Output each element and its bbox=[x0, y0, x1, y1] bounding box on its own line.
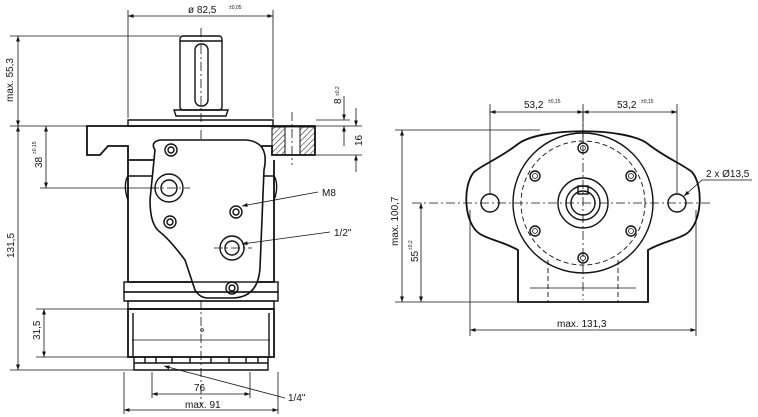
side-flange-outline bbox=[465, 130, 701, 303]
bolt-head-icon bbox=[225, 281, 239, 295]
dim-flange-to-port: 38 bbox=[34, 156, 45, 168]
dim-side-overall-width: max. 131,3 bbox=[557, 319, 607, 330]
bolt-circle bbox=[529, 142, 637, 264]
side-dimensions: 53,2 ±0,15 53,2 ±0,15 2 x Ø13,5 max. 100… bbox=[390, 99, 752, 336]
m8-hole-icon bbox=[229, 205, 243, 219]
dim-hole-spacing-right-tol: ±0,15 bbox=[641, 99, 654, 105]
dim-hole-spacing-left-tol: ±0,15 bbox=[548, 99, 561, 105]
dim-flange-step: 8 bbox=[333, 98, 344, 104]
pitch-circle bbox=[520, 140, 646, 266]
front-dimensions: ø 82,5 ±0,05 max. 55,3 38 ±0,15 131,5 31… bbox=[5, 5, 365, 414]
dim-body-section: 31,5 bbox=[32, 320, 43, 340]
dim-side-overall-height: max. 100,7 bbox=[390, 196, 401, 246]
dim-hole-spacing-left: 53,2 bbox=[524, 100, 544, 111]
dim-center-height: 55 bbox=[410, 250, 421, 262]
dim-shaft-length: max. 55,3 bbox=[5, 58, 16, 102]
dim-max-width: max. 91 bbox=[185, 400, 221, 411]
dim-pilot-diameter: ø 82,5 bbox=[188, 5, 217, 16]
label-m8: M8 bbox=[322, 188, 336, 199]
dim-flange-step-tol: ±0,2 bbox=[335, 86, 341, 96]
dim-flange-to-port-tol: ±0,15 bbox=[32, 141, 38, 154]
dim-base-width: 76 bbox=[194, 383, 206, 394]
dim-overall-height: 131,5 bbox=[6, 233, 17, 258]
side-shaft bbox=[557, 177, 609, 229]
dim-flange-thickness: 16 bbox=[354, 134, 365, 146]
bolt-head-icon bbox=[163, 215, 177, 229]
dim-pilot-diameter-tol: ±0,05 bbox=[229, 5, 242, 11]
dim-hole-spacing-right: 53,2 bbox=[617, 100, 637, 111]
front-view: ø 82,5 ±0,05 max. 55,3 38 ±0,15 131,5 31… bbox=[5, 5, 365, 414]
side-view: 53,2 ±0,15 53,2 ±0,15 2 x Ø13,5 max. 100… bbox=[390, 99, 752, 336]
dim-hole-callout: 2 x Ø13,5 bbox=[706, 169, 750, 180]
bolt-head-icon bbox=[164, 143, 178, 157]
front-ports bbox=[150, 143, 252, 295]
dim-center-height-tol: ±0,2 bbox=[408, 240, 414, 250]
label-quarter-inch: 1/4" bbox=[288, 393, 306, 404]
output-shaft bbox=[173, 35, 229, 117]
label-half-inch: 1/2" bbox=[334, 228, 352, 239]
